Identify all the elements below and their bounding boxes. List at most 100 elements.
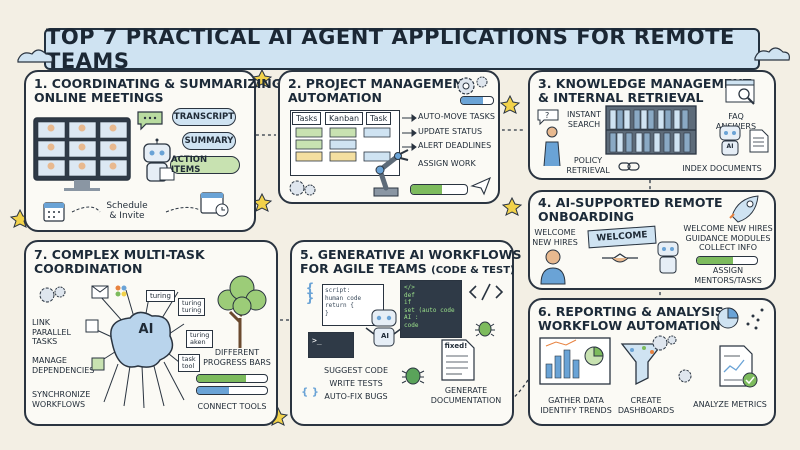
synchronize-workflows-label: SYNCHRONIZE WORKFLOWS — [32, 390, 102, 409]
panel-meetings-title-line2: ONLINE MEETINGS — [34, 90, 164, 105]
gears-icon — [652, 335, 677, 351]
panel-multitask-title-line1: 7. COMPLEX MULTI-TASK — [34, 247, 205, 262]
link-line3: TASKS — [32, 337, 58, 346]
funnel-icon — [620, 343, 664, 386]
pm-assign-label: ASSIGN WORK — [418, 159, 476, 168]
turing3-line1: turing — [190, 331, 210, 339]
panel-reporting-title-line1: 6. REPORTING & ANALYSIS — [538, 304, 724, 319]
policy-line2: RETRIEVAL — [566, 165, 610, 175]
instant-line2: SEARCH — [567, 119, 601, 129]
video-call-monitor-icon — [33, 117, 131, 191]
documentation-icon — [441, 339, 475, 381]
schedule-arrow — [71, 206, 201, 213]
tree-icon — [217, 275, 267, 348]
assign-line2: MENTORS/TASKS — [694, 275, 762, 285]
create-line2: DASHBOARDS — [617, 405, 675, 415]
manage-line2: DEPENDENCIES — [32, 365, 95, 375]
pie-scatter-icon — [717, 307, 764, 330]
person-icon — [540, 249, 566, 285]
sync-line1: SYNCHRONIZE — [32, 390, 91, 399]
code-braces-icon-2: { } — [301, 387, 319, 398]
kanban-tab-task: Task — [366, 112, 392, 125]
panel-onboarding-title: 4. AI-SUPPORTED REMOTE ONBOARDING — [538, 196, 723, 224]
panel-knowledge-title-line1: 3. KNOWLEDGE MANAGEMENT — [538, 76, 752, 91]
robot-icon — [143, 138, 175, 182]
multitask-progress-a-fill — [197, 375, 246, 382]
manage-line1: MANAGE — [32, 356, 67, 365]
assign-mentors-label: ASSIGN MENTORS/TASKS — [682, 266, 774, 285]
pm-action-automove: AUTO-MOVE TASKS — [418, 112, 495, 121]
turing2-line1: turing — [182, 299, 202, 307]
panel-multitask-title-line2: COORDINATION — [34, 261, 143, 276]
guidance-line2: GUIDANCE MODULES — [685, 233, 771, 243]
assign-line1: ASSIGN — [712, 266, 744, 275]
different-line1: DIFFERENT — [214, 348, 260, 357]
chat-bubble-icon — [137, 111, 163, 131]
suggest-code-label: SUGGEST CODE — [324, 366, 388, 375]
schedule-line2: & Invite — [109, 210, 145, 221]
document-icon — [749, 129, 769, 153]
instant-line1: INSTANT — [566, 110, 602, 119]
action-items-bubble: ACTION ITEMS — [170, 155, 240, 175]
generative-robot-tag: AI — [380, 332, 390, 340]
gears-icon — [39, 286, 66, 303]
instant-search-label: INSTANT SEARCH — [564, 110, 604, 129]
code-right-line7: code — [404, 321, 419, 329]
welcome-new-hires-label: WELCOME NEW HIRES — [532, 228, 578, 247]
panel-meetings-title-line1: 1. COORDINATING & SUMMARIZING — [34, 76, 282, 91]
auto-fix-bugs-label: AUTO-FIX BUGS — [324, 392, 388, 401]
task-line2: tool — [182, 362, 195, 370]
knowledge-robot-tag: AI — [726, 143, 734, 150]
create-dashboards-label: CREATE DASHBOARDS — [616, 396, 676, 415]
analyze-metrics-label: ANALYZE METRICS — [693, 400, 767, 409]
link-line2: PARALLEL — [32, 327, 71, 337]
policy-line1: POLICY — [573, 156, 603, 165]
code-right-line3: def — [404, 291, 415, 299]
paper-plane-icon — [470, 176, 491, 196]
turing-tag-3: turing aken — [186, 330, 214, 348]
ai-brain-label: AI — [138, 322, 154, 337]
welcome-line2: NEW HIRES — [532, 237, 578, 247]
code-left-line4: } — [325, 309, 329, 317]
calendar-icon — [43, 202, 65, 222]
welcome-line1: WELCOME — [534, 228, 576, 237]
dashboard-screen-icon — [539, 337, 611, 385]
gear-icon — [678, 369, 692, 383]
code-tag-icon — [468, 283, 504, 301]
code-braces-icon: { } — [305, 281, 315, 305]
code-right-line5: set (auto code — [404, 306, 455, 314]
multitask-progress-b-fill — [197, 387, 229, 394]
create-line1: CREATE — [630, 396, 662, 405]
handshake-icon — [602, 253, 638, 263]
guidance-line1: WELCOME NEW HIRES — [683, 224, 773, 233]
robot-arm-icon — [373, 149, 409, 197]
summary-bubble: SUMMARY — [182, 132, 236, 150]
panel-generative-title-line1: 5. GENERATIVE AI WORKFLOWS — [300, 247, 522, 262]
task-line1: task — [182, 355, 196, 363]
multitask-progress-bar-b — [196, 386, 268, 395]
terminal-icon: >_ — [308, 332, 354, 358]
report-metrics-icon — [719, 345, 758, 388]
panel-pm-title: 2. PROJECT MANAGEMENT AUTOMATION — [288, 77, 471, 105]
transcript-bubble: TRANSCRIPT — [172, 108, 236, 126]
panel-generative-title-line2: FOR AGILE TEAMS — [300, 261, 427, 276]
gather-line1: GATHER DATA — [548, 396, 604, 405]
pm-action-update: UPDATE STATUS — [418, 127, 483, 136]
connect-tools-label: CONNECT TOOLS — [197, 402, 267, 411]
bug-icon — [475, 321, 495, 337]
link-line1: LINK — [32, 318, 51, 327]
write-tests-label: WRITE TESTS — [329, 379, 383, 388]
pm-action-alert: ALERT DEADLINES — [418, 141, 492, 150]
title-banner: TOP 7 PRACTICAL AI AGENT APPLICATIONS FO… — [44, 25, 760, 73]
task-tool-tag: task tool — [178, 354, 200, 372]
page-title: TOP 7 PRACTICAL AI AGENT APPLICATIONS FO… — [46, 25, 735, 73]
panel-generative-title: 5. GENERATIVE AI WORKFLOWS FOR AGILE TEA… — [300, 248, 522, 278]
turing-tag: turing — [146, 290, 175, 302]
kanban-tab-kanban: Kanban — [325, 112, 364, 125]
turing3-line2: aken — [190, 338, 206, 346]
index-documents-label: INDEX DOCUMENTS — [682, 164, 762, 173]
turing-tag-2: turing turing — [178, 298, 206, 316]
different-line2: PROGRESS BARS — [203, 357, 271, 367]
gear-icon — [457, 76, 488, 95]
panel-reporting-title-line2: WORKFLOW AUTOMATION — [538, 318, 721, 333]
